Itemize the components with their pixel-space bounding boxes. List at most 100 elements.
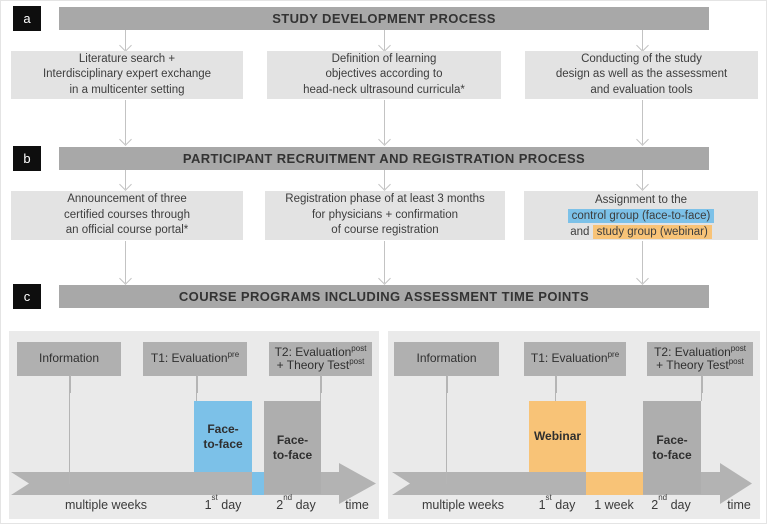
t2-label-line2: + Theory Testpost bbox=[656, 357, 744, 372]
box-literature-search: Literature search + Interdisciplinary ex… bbox=[11, 51, 243, 99]
connector-b-3 bbox=[635, 170, 649, 191]
section-a-header: STUDY DEVELOPMENT PROCESS bbox=[59, 7, 709, 30]
connector-a-3 bbox=[635, 30, 649, 52]
connector-a-1 bbox=[118, 30, 132, 52]
information-label: Information bbox=[38, 351, 100, 366]
panel-label-b: b bbox=[13, 146, 41, 171]
axis-label-time: time bbox=[727, 498, 751, 512]
box-line: Definition of learning bbox=[331, 52, 437, 65]
axis-label-1-week: 1 week bbox=[594, 498, 634, 512]
timeline-panel-webinar: Information T1: Evaluationpre T2: Evalua… bbox=[388, 331, 760, 519]
box-line: Conducting of the study bbox=[581, 52, 702, 65]
timeline-panel-face-to-face: Information T1: Evaluationpre T2: Evalua… bbox=[9, 331, 379, 519]
information-connector bbox=[69, 375, 71, 484]
axis-label-multiple-weeks: multiple weeks bbox=[65, 498, 147, 512]
arrow-down-icon bbox=[377, 272, 391, 285]
arrow-down-icon bbox=[118, 133, 132, 146]
study-group-label: study group (webinar) bbox=[592, 224, 712, 239]
arrow-up-icon bbox=[321, 375, 322, 393]
information-label: Information bbox=[416, 351, 477, 366]
information-connector bbox=[446, 375, 448, 484]
t2-label-line1: T2: Evaluationpost bbox=[654, 343, 746, 359]
t1-label: T1: Evaluationpre bbox=[530, 350, 620, 366]
control-group-label: control group (face-to-face) bbox=[567, 208, 715, 223]
control-group-highlight: control group (face-to-face) bbox=[567, 208, 715, 224]
connector-ab-3 bbox=[635, 100, 649, 146]
t1-connector bbox=[555, 375, 557, 401]
t1-evaluation-box: T1: Evaluationpre bbox=[143, 342, 247, 376]
arrow-down-icon bbox=[377, 39, 391, 52]
t2-label-line1: T2: Evaluationpost bbox=[274, 343, 367, 359]
t1-label: T1: Evaluationpre bbox=[150, 350, 240, 366]
arrow-down-icon bbox=[635, 178, 649, 191]
arrow-down-icon bbox=[377, 133, 391, 146]
t2-label-line2: + Theory Testpost bbox=[276, 357, 365, 372]
arrow-down-icon bbox=[635, 272, 649, 285]
t1-evaluation-box: T1: Evaluationpre bbox=[524, 342, 626, 376]
arrow-up-icon bbox=[70, 375, 71, 393]
arrow-up-icon bbox=[197, 375, 198, 393]
connector-bc-3 bbox=[635, 241, 649, 285]
box-line: certified courses through bbox=[64, 208, 190, 221]
box-learning-objectives: Definition of learning objectives accord… bbox=[267, 51, 501, 99]
connector-ab-1 bbox=[118, 100, 132, 146]
t2-evaluation-box: T2: Evaluationpost + Theory Testpost bbox=[269, 342, 372, 376]
box-line: Literature search + bbox=[78, 52, 176, 65]
box-announcement: Announcement of three certified courses … bbox=[11, 191, 243, 240]
axis-label-multiple-weeks: multiple weeks bbox=[422, 498, 504, 512]
t2-connector bbox=[320, 375, 322, 401]
connector-bc-1 bbox=[118, 241, 132, 285]
box-line: in a multicenter setting bbox=[69, 83, 185, 96]
box-line: for physicians + confirmation bbox=[311, 208, 459, 221]
course-block-day1-webinar: Webinar bbox=[529, 401, 586, 472]
arrow-up-icon bbox=[556, 375, 557, 393]
information-box: Information bbox=[394, 342, 499, 376]
t2-connector bbox=[701, 375, 703, 401]
section-c-header: COURSE PROGRAMS INCLUDING ASSESSMENT TIM… bbox=[59, 285, 709, 308]
box-line: and evaluation tools bbox=[590, 83, 693, 96]
course-block-day2-face-to-face: Face- to-face bbox=[264, 401, 321, 494]
box-line: design as well as the assessment bbox=[555, 68, 728, 81]
box-line: an official course portal* bbox=[65, 224, 189, 237]
t2-evaluation-box: T2: Evaluationpost + Theory Testpost bbox=[647, 342, 753, 376]
connector-b-1 bbox=[118, 170, 132, 191]
section-b-header: PARTICIPANT RECRUITMENT AND REGISTRATION… bbox=[59, 147, 709, 170]
box-line: Interdisciplinary expert exchange bbox=[42, 68, 212, 81]
box-line: of course registration bbox=[331, 224, 439, 237]
one-week-gap-strip bbox=[586, 472, 643, 495]
arrow-up-icon bbox=[447, 375, 448, 393]
connector-a-2 bbox=[377, 30, 391, 52]
box-line: Assignment to the bbox=[594, 193, 688, 206]
t1-connector bbox=[196, 375, 198, 401]
study-group-prefix: and bbox=[570, 225, 593, 238]
box-line: Registration phase of at least 3 months bbox=[285, 193, 485, 206]
box-line: objectives according to bbox=[325, 68, 443, 81]
course-block-day1-face-to-face: Face- to-face bbox=[194, 401, 252, 472]
panel-label-c: c bbox=[13, 284, 41, 309]
connector-b-2 bbox=[377, 170, 391, 191]
overnight-gap-strip bbox=[252, 472, 264, 495]
box-line: Announcement of three bbox=[67, 193, 187, 206]
arrow-up-icon bbox=[702, 375, 703, 393]
panel-label-a: a bbox=[13, 6, 41, 31]
course-block-day2-face-to-face: Face- to-face bbox=[643, 401, 701, 494]
connector-bc-2 bbox=[377, 241, 391, 285]
axis-label-time: time bbox=[345, 498, 369, 512]
connector-ab-2 bbox=[377, 100, 391, 146]
box-study-design: Conducting of the study design as well a… bbox=[525, 51, 758, 99]
box-group-assignment: Assignment to the control group (face-to… bbox=[524, 191, 758, 240]
arrow-down-icon bbox=[118, 178, 132, 191]
information-box: Information bbox=[17, 342, 121, 376]
study-group-line: and study group (webinar) bbox=[570, 224, 712, 240]
arrow-down-icon bbox=[118, 272, 132, 285]
arrow-down-icon bbox=[118, 39, 132, 52]
box-registration-phase: Registration phase of at least 3 months … bbox=[265, 191, 505, 240]
arrow-down-icon bbox=[377, 178, 391, 191]
arrow-down-icon bbox=[635, 133, 649, 146]
box-line: head-neck ultrasound curricula* bbox=[303, 83, 465, 96]
